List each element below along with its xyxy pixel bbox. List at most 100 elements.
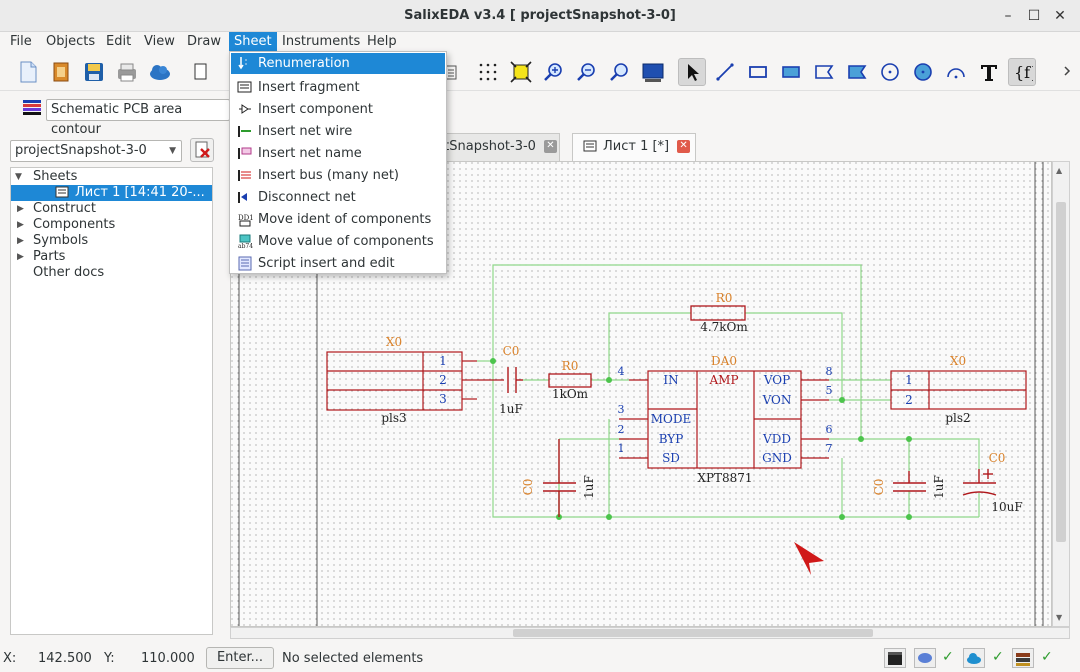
- draw-circle-icon[interactable]: [876, 58, 904, 86]
- draw-rect-icon[interactable]: [744, 58, 772, 86]
- zoom-fit-icon[interactable]: [507, 58, 535, 86]
- draw-text-icon[interactable]: [975, 58, 1003, 86]
- amp-pin-num: 2: [618, 423, 625, 436]
- menu-help[interactable]: Help: [367, 34, 397, 49]
- draw-arc-icon[interactable]: [942, 58, 970, 86]
- close-icon[interactable]: ✕: [1054, 8, 1066, 24]
- title-bar: SalixEDA v3.4 [ projectSnapshot-3-0] – ☐…: [0, 0, 1080, 32]
- clapper-icon[interactable]: [884, 648, 906, 668]
- amp-pin-name: IN: [663, 373, 678, 387]
- menu-bar: File Objects Edit View Draw Sheet Instru…: [0, 32, 1080, 52]
- tree-item-other-docs[interactable]: Other docs: [33, 265, 105, 280]
- open-project-icon[interactable]: [47, 58, 75, 86]
- cloud-icon[interactable]: [146, 58, 174, 86]
- amp-pin-name: VDD: [762, 432, 791, 446]
- enter-coordinates-button[interactable]: Enter...: [206, 647, 274, 669]
- x-coord-value: 142.500: [38, 651, 92, 666]
- zoom-out-icon[interactable]: [573, 58, 601, 86]
- menu-draw[interactable]: Draw: [187, 34, 221, 49]
- tab-close-icon[interactable]: ✕: [543, 140, 557, 153]
- scroll-down-icon[interactable]: ▼: [1056, 613, 1063, 622]
- library-icon[interactable]: [1012, 648, 1034, 668]
- bus-icon: [237, 168, 253, 183]
- tree-collapsed-icon[interactable]: ▶: [17, 204, 24, 214]
- tree-collapsed-icon[interactable]: ▶: [17, 220, 24, 230]
- tree-item-components[interactable]: ▶ Components: [17, 217, 116, 232]
- project-combo[interactable]: projectSnapshot-3-0 ▼: [10, 140, 182, 162]
- layer-combo[interactable]: Schematic PCB area contour: [46, 99, 230, 137]
- menu-instruments[interactable]: Instruments: [282, 34, 361, 49]
- toolbar-more-icon[interactable]: [1054, 58, 1080, 86]
- function-icon[interactable]: {f}: [1008, 58, 1036, 86]
- tree-collapsed-icon[interactable]: ▶: [17, 236, 24, 246]
- feedback-resistor: [690, 305, 746, 321]
- minimize-icon[interactable]: –: [1004, 8, 1012, 24]
- tab-sheet-1[interactable]: Лист 1 [*]✕: [572, 133, 696, 162]
- zoom-in-icon[interactable]: [540, 58, 568, 86]
- tab-close-icon[interactable]: ✕: [677, 140, 691, 153]
- close-project-button[interactable]: [190, 138, 214, 162]
- monitor-icon[interactable]: [639, 58, 667, 86]
- menu-item-disconnect-net[interactable]: Disconnect net: [231, 187, 445, 208]
- menu-file[interactable]: File: [10, 34, 32, 49]
- tree-item-parts[interactable]: ▶ Parts: [17, 249, 66, 264]
- cap-in-ref: C0: [503, 344, 520, 358]
- scroll-up-icon[interactable]: ▲: [1056, 166, 1063, 175]
- network-icon[interactable]: [914, 648, 936, 668]
- move-ident-icon: DD1: [237, 212, 254, 227]
- amp-ref: DA0: [711, 354, 737, 368]
- maximize-icon[interactable]: ☐: [1027, 8, 1041, 24]
- svg-text:{f}: {f}: [1014, 63, 1033, 82]
- delete-doc-icon: [195, 141, 210, 158]
- grid-icon[interactable]: [474, 58, 502, 86]
- new-file-icon[interactable]: [14, 58, 42, 86]
- menu-view[interactable]: View: [144, 34, 175, 49]
- draw-line-icon[interactable]: [711, 58, 739, 86]
- vertical-scrollbar[interactable]: ▲ ▼: [1052, 161, 1070, 627]
- print-icon[interactable]: [113, 58, 141, 86]
- chevron-down-icon: ▼: [169, 146, 176, 156]
- tree-item-construct[interactable]: ▶ Construct: [17, 201, 96, 216]
- tab-project[interactable]: ctSnapshot-3-0✕: [430, 133, 560, 161]
- amp-pin-num: 6: [826, 423, 833, 436]
- menu-item-move-value[interactable]: ab74 Move value of components: [237, 234, 434, 250]
- amp-pin-num: 3: [618, 403, 625, 416]
- draw-filled-polygon-icon[interactable]: [843, 58, 871, 86]
- copy-icon[interactable]: [186, 58, 214, 86]
- tree-item-sheet-1[interactable]: Лист 1 [14:41 20-...: [11, 185, 212, 201]
- layers-icon[interactable]: [22, 98, 42, 122]
- right-connector-ref: X0: [950, 354, 966, 368]
- tree-item-sheets[interactable]: ▼ Sheets: [15, 169, 78, 184]
- menu-edit[interactable]: Edit: [106, 34, 132, 49]
- menu-item-insert-component[interactable]: Insert component: [231, 99, 445, 120]
- amp-pin-name: GND: [762, 451, 792, 465]
- menu-item-insert-net-wire[interactable]: Insert net wire: [231, 121, 445, 142]
- menu-item-move-ident[interactable]: DD1 Move ident of components: [237, 212, 432, 227]
- tree-item-symbols[interactable]: ▶ Symbols: [17, 233, 89, 248]
- menu-item-insert-bus[interactable]: Insert bus (many net): [231, 165, 445, 186]
- horizontal-scrollbar[interactable]: [230, 627, 1070, 639]
- save-icon[interactable]: [80, 58, 108, 86]
- menu-item-script[interactable]: Script insert and edit: [231, 253, 445, 274]
- amp-pin-num: 5: [826, 384, 833, 397]
- horizontal-scroll-thumb[interactable]: [513, 629, 873, 637]
- draw-filled-rect-icon[interactable]: [777, 58, 805, 86]
- zoom-area-icon[interactable]: [606, 58, 634, 86]
- move-value-icon: ab74: [237, 234, 253, 250]
- status-ok-icon: ✓: [1041, 649, 1053, 665]
- menu-item-insert-net-name[interactable]: Insert net name: [231, 143, 445, 164]
- cloud-sync-icon[interactable]: [963, 648, 985, 668]
- select-pointer-icon[interactable]: [678, 58, 706, 86]
- sheet-menu-dropdown: Renumeration Insert fragment Insert comp…: [229, 51, 447, 274]
- menu-objects[interactable]: Objects: [46, 34, 96, 49]
- draw-polygon-icon[interactable]: [810, 58, 838, 86]
- menu-item-renumeration[interactable]: Renumeration: [231, 53, 445, 74]
- menu-sheet[interactable]: Sheet: [229, 32, 277, 52]
- vertical-scroll-thumb[interactable]: [1056, 202, 1066, 542]
- draw-filled-circle-icon[interactable]: [909, 58, 937, 86]
- menu-item-insert-fragment[interactable]: Insert fragment: [231, 77, 445, 98]
- r-fb-ref: R0: [716, 291, 733, 305]
- tree-expanded-icon[interactable]: ▼: [15, 172, 22, 182]
- tree-collapsed-icon[interactable]: ▶: [17, 252, 24, 262]
- amp-pin-name: MODE: [651, 412, 692, 426]
